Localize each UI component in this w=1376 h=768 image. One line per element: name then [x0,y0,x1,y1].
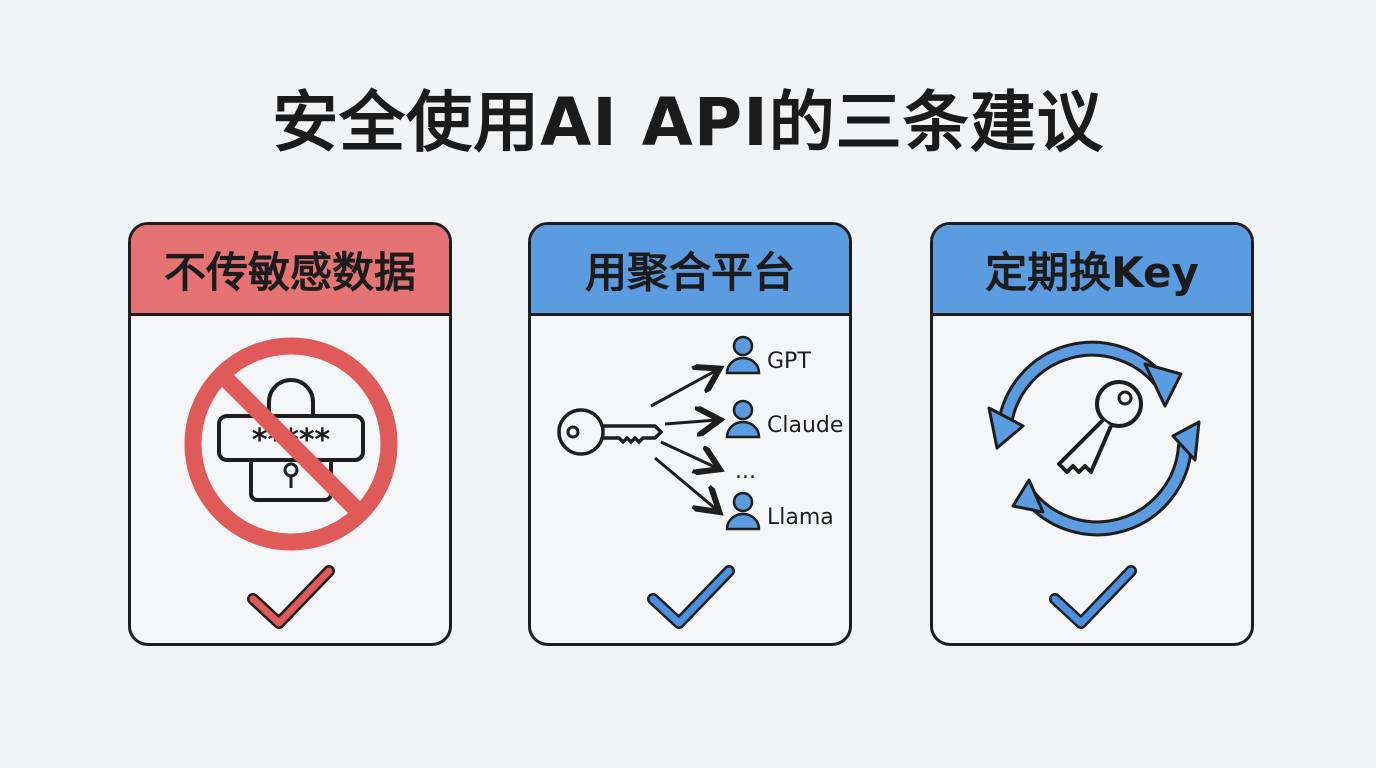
no-password-lock-icon: ***** [184,337,398,551]
rotate-key-icon [987,340,1201,537]
page-title: 安全使用AI API的三条建议 [272,84,1104,161]
check-icon [1049,565,1137,629]
card-rotate-key: 定期换Key [930,222,1254,646]
key-to-models-icon: GPT Claude ... Llama [557,335,843,531]
user-icon [725,335,761,375]
check-icon [247,565,335,629]
key-icon [557,408,663,456]
card-body [933,316,1251,643]
card-header: 不传敏感数据 [131,225,449,316]
model-label: ... [735,459,756,484]
card-body: ***** [131,316,449,643]
user-icon [725,399,761,439]
card-header: 定期换Key [933,225,1251,316]
check-icon [647,565,735,629]
card-body: GPT Claude ... Llama [531,316,849,643]
user-icon [725,491,761,531]
model-label: Llama [767,505,834,530]
card-aggregator-platform: 用聚合平台 GPT [528,222,852,646]
key-icon [1057,380,1143,474]
model-label: GPT [767,349,811,374]
card-no-sensitive-data: 不传敏感数据 ***** [128,222,452,646]
card-header: 用聚合平台 [531,225,849,316]
refresh-icon [987,340,1201,537]
model-label: Claude [767,413,843,438]
